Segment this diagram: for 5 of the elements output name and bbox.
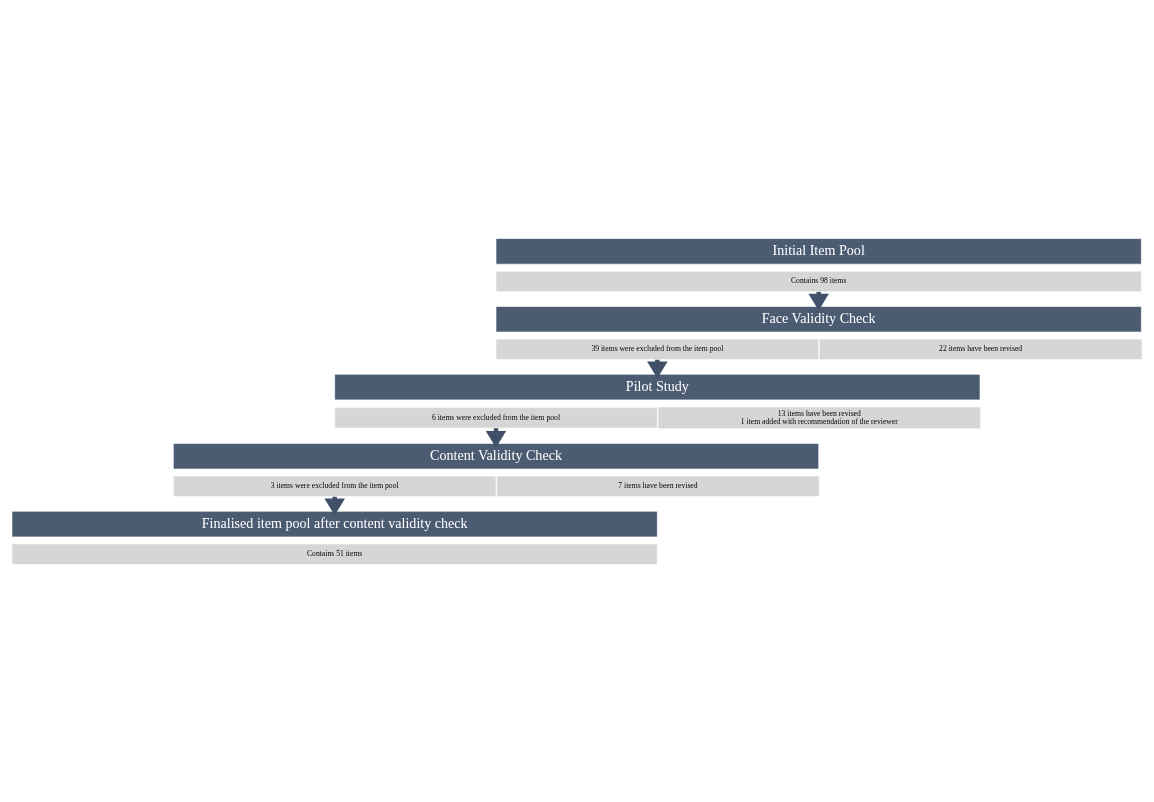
node-box: Initial Item Pool — [495, 237, 1142, 264]
node-box: Pilot Study — [334, 373, 981, 400]
node-box: Content Validity Check — [173, 442, 819, 469]
node-box: Finalised item pool after content validity check — [11, 510, 658, 537]
node-box: Face Validity Check — [495, 305, 1142, 332]
